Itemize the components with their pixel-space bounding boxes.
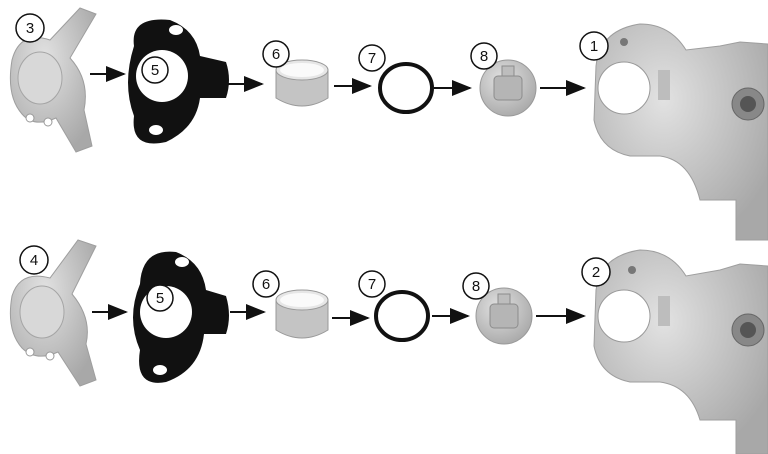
assembly-row-1: 3 5 6 7 xyxy=(9,7,768,241)
gasket-part xyxy=(128,19,229,144)
oring-part xyxy=(378,62,434,114)
callout-valve: 1 xyxy=(579,31,609,61)
callout-oring: 7 xyxy=(358,270,386,298)
valve-body-part xyxy=(593,249,768,454)
svg-text:2: 2 xyxy=(592,264,600,281)
gasket-part xyxy=(133,251,229,383)
cover-part xyxy=(9,7,97,153)
cover-part xyxy=(9,239,97,387)
svg-text:5: 5 xyxy=(151,62,159,79)
insert-part xyxy=(475,287,533,345)
callout-cover: 4 xyxy=(19,245,49,275)
svg-text:7: 7 xyxy=(368,276,376,293)
callout-oring: 7 xyxy=(358,44,386,72)
assembly-row-2: 4 5 6 7 xyxy=(9,239,768,454)
callout-cover: 3 xyxy=(15,13,45,43)
oring-part xyxy=(374,290,430,342)
callout-insert: 8 xyxy=(462,272,490,300)
callout-valve: 2 xyxy=(581,257,611,287)
svg-text:7: 7 xyxy=(368,50,376,67)
sleeve-part xyxy=(275,59,329,107)
callout-insert: 8 xyxy=(470,42,498,70)
svg-text:8: 8 xyxy=(472,278,480,295)
svg-text:1: 1 xyxy=(590,38,598,55)
callout-gasket: 5 xyxy=(146,284,174,312)
sleeve-part xyxy=(275,289,329,339)
svg-text:8: 8 xyxy=(480,48,488,65)
callout-sleeve: 6 xyxy=(262,40,290,68)
svg-text:5: 5 xyxy=(156,290,164,307)
svg-text:6: 6 xyxy=(272,46,280,63)
svg-text:4: 4 xyxy=(30,252,38,269)
svg-text:3: 3 xyxy=(26,20,34,37)
insert-part xyxy=(479,59,537,117)
callout-sleeve: 6 xyxy=(252,270,280,298)
valve-body-part xyxy=(593,23,768,241)
callout-gasket: 5 xyxy=(141,56,169,84)
svg-text:6: 6 xyxy=(262,276,270,293)
